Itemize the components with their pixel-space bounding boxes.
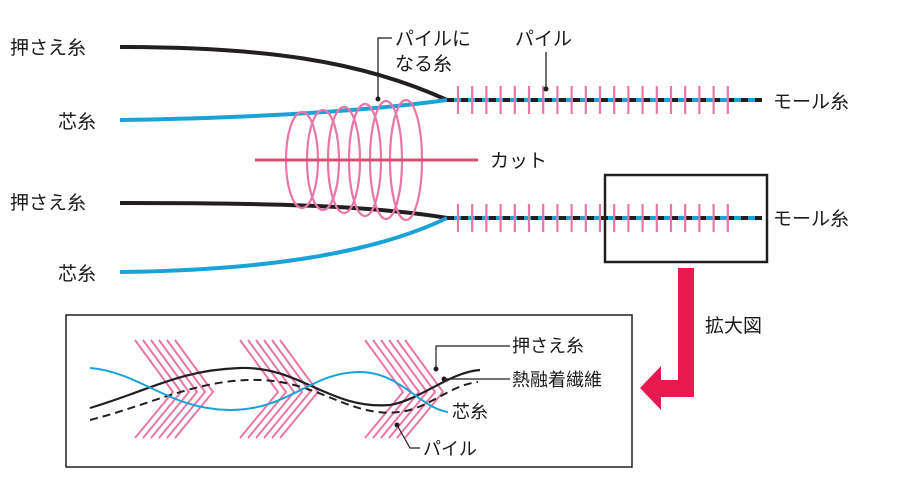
zoom-label-pile: パイル xyxy=(423,439,477,460)
zoom-pile-leader xyxy=(396,424,420,449)
label-cut: カット xyxy=(490,150,547,172)
pile-ticks-bottom xyxy=(456,204,729,232)
label-press-thread-top: 押さえ糸 xyxy=(10,37,86,59)
zoom-label-fusible-fiber: 熱融着繊維 xyxy=(512,370,602,391)
zoom-press-thread xyxy=(89,366,481,410)
pile-dot xyxy=(543,86,549,92)
zoom-pile-chevron xyxy=(158,339,199,439)
zoom-pile-chevron xyxy=(166,339,207,439)
zoom-pile-chevron xyxy=(380,339,421,439)
zoom-pile-chevron xyxy=(263,339,304,439)
zoom-pile-chevron xyxy=(150,339,191,439)
zoom-piles xyxy=(134,339,445,439)
zoom-press-leader xyxy=(435,345,510,368)
zoom-label-press-thread: 押さえ糸 xyxy=(512,336,584,357)
press-thread-top-line xyxy=(119,45,448,102)
zoom-pile-chevron xyxy=(134,339,175,439)
zoom-pile-chevron xyxy=(396,339,437,439)
label-press-thread-bottom: 押さえ糸 xyxy=(10,192,86,214)
magnify-frame xyxy=(603,173,769,264)
zoom-pile-dot xyxy=(394,422,400,428)
pile-to-be-leader xyxy=(377,37,392,98)
enlarge-arrow-icon xyxy=(640,268,694,410)
label-core-thread-bottom: 芯糸 xyxy=(58,263,96,285)
pile-ticks-top xyxy=(456,86,729,114)
zoom-pile-chevron xyxy=(364,339,405,439)
label-pile-to-be-line2: なる糸 xyxy=(395,53,452,75)
zoom-pile-chevron xyxy=(255,339,296,439)
label-pile-to-be-line1: パイルに xyxy=(395,28,471,50)
zoom-pile-chevron xyxy=(271,339,312,439)
zoom-fusible-fiber xyxy=(89,378,479,421)
label-mall-thread-bottom: モール糸 xyxy=(773,208,849,230)
zoom-core-thread xyxy=(89,367,449,413)
label-core-thread-top: 芯糸 xyxy=(58,111,96,133)
zoom-pile-chevron xyxy=(404,339,445,439)
core-thread-bottom-line xyxy=(119,216,448,274)
zoom-panel: 押さえ糸 熱融着繊維 芯糸 パイル xyxy=(65,314,633,468)
zoom-label-core-thread: 芯糸 xyxy=(452,402,488,423)
zoom-pile-chevron xyxy=(247,339,288,439)
upper-assembly xyxy=(119,45,762,122)
zoom-pile-chevron xyxy=(388,339,429,439)
label-enlarged: 拡大図 xyxy=(705,315,762,337)
label-pile: パイル xyxy=(515,28,572,50)
pile-to-be-dot xyxy=(375,96,381,102)
zoom-press-dot xyxy=(433,366,439,372)
zoom-pile-chevron xyxy=(239,339,280,439)
zoom-fiber-dot xyxy=(441,376,447,382)
zoom-pile-chevron xyxy=(174,339,215,439)
label-mall-thread-top: モール糸 xyxy=(773,91,849,113)
